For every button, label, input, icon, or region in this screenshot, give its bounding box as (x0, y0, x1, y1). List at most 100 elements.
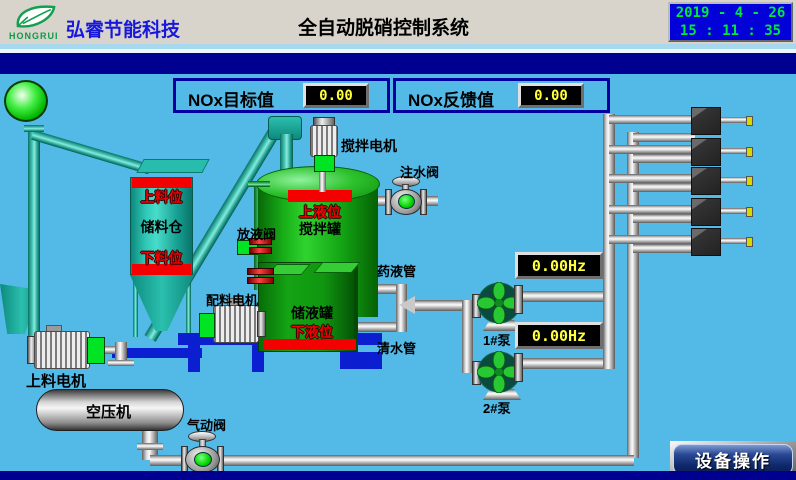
silo-funnel (130, 275, 194, 331)
feed-motor-pedestal (115, 342, 127, 362)
storage-tank-label: 储液罐 (291, 305, 333, 321)
lance3-air-branch (633, 183, 695, 192)
nox-feedback-label: NOx反馈值 (408, 91, 494, 110)
frame-leg-1 (188, 345, 200, 372)
batch-motor-endcap (257, 311, 266, 337)
feed-lift-top-flange (24, 125, 44, 132)
date-text: 2019 - 4 - 26 (675, 5, 786, 21)
lance1-liquid-branch (609, 115, 695, 124)
pneumatic-valve-state (194, 452, 212, 467)
injector3[interactable] (691, 167, 721, 195)
bottom-strip (0, 471, 796, 480)
pump1-freq-display: 0.00Hz (515, 252, 603, 279)
water-pipe-elbow (396, 308, 407, 332)
lance3-tube (719, 177, 746, 183)
injector5[interactable] (691, 228, 721, 256)
silo-leg-left (133, 275, 138, 337)
batch-motor-label: 配料电机 (206, 293, 259, 308)
batch-motor[interactable] (213, 305, 259, 343)
drain-pipe-cap (248, 181, 270, 187)
storage-low-band (264, 339, 356, 350)
frame-base-right (340, 352, 382, 369)
silo-low-band (132, 264, 191, 275)
injector1[interactable] (691, 107, 721, 135)
chem-pipe-label: 药液管 (377, 264, 417, 279)
company-name: 弘睿节能科技 (66, 20, 181, 41)
device-operation-button-label: 设备操作 (695, 452, 771, 471)
pump1-outlet-pipe (519, 291, 605, 302)
compressor-label: 空压机 (86, 404, 132, 421)
frame-beam-silo (112, 348, 202, 358)
suction-header-pipe (412, 300, 464, 311)
silo-leg-right (186, 275, 191, 337)
lance2-tube (719, 148, 746, 154)
water-valve-state (398, 194, 415, 209)
silo-low-level-label: 下料位 (140, 250, 183, 266)
drain-valve-upper-a[interactable] (249, 238, 272, 245)
pump2-base (483, 389, 521, 400)
silo-body (130, 177, 193, 275)
page-title: 全自动脱硝控制系统 (298, 18, 470, 39)
lance5-tube (719, 238, 746, 244)
pump2-label: 2#泵 (483, 401, 511, 416)
pump2[interactable] (477, 351, 521, 393)
lance4-liquid-branch (609, 205, 695, 214)
junction-cone (399, 296, 415, 314)
drain-valve-lower-b[interactable] (247, 277, 274, 284)
clean-water-pipe (352, 322, 400, 332)
nav-bar (0, 53, 796, 74)
injector4[interactable] (691, 198, 721, 226)
nox-target-panel (173, 78, 390, 113)
hongrui-logo-icon (16, 5, 56, 28)
water-valve-label: 注水阀 (400, 165, 440, 180)
feed-motor[interactable] (34, 331, 90, 369)
conveyor-downspout (280, 134, 293, 174)
mixer-shaft (319, 170, 326, 192)
silo-high-level-label: 上料位 (140, 189, 183, 205)
logo-text: HONGRUI (9, 31, 59, 41)
feed-motor-indicator (87, 337, 105, 364)
compressor-pipe-flange (137, 443, 163, 450)
lance1-tube (719, 117, 746, 123)
drain-valve-upper-b[interactable] (249, 247, 272, 254)
storage-tank-body (258, 262, 358, 352)
suction-riser-pipe (462, 300, 473, 373)
nox-feedback-panel (393, 78, 610, 113)
drain-valve-lower-a[interactable] (247, 268, 274, 275)
water-valve-pipe-right (424, 196, 438, 206)
tank-high-level-label: 上液位 (299, 204, 341, 220)
air-main-pipe (150, 455, 634, 466)
pump2-outlet-pipe (519, 358, 605, 369)
pump1-base (483, 320, 521, 331)
compressor-tank[interactable] (36, 389, 184, 431)
lance2-tip (746, 147, 753, 157)
mixer-motor-label: 搅拌电机 (341, 138, 397, 154)
pump2-outlet-flange (514, 353, 523, 382)
storage-low-level-label: 下液位 (291, 324, 333, 340)
mixer-motor-indicator (314, 155, 335, 172)
lance1-air-branch (633, 133, 695, 142)
nox-target-label: NOx目标值 (188, 91, 274, 110)
silo-high-band (132, 178, 191, 188)
pump1[interactable] (477, 282, 521, 324)
lance5-air-branch (633, 244, 695, 253)
nox-target-display[interactable]: 0.00 (303, 83, 369, 108)
mixer-motor[interactable] (310, 125, 338, 157)
pump1-outlet-flange (514, 285, 523, 314)
header-stripe-lightblue (0, 44, 796, 49)
feed-lift-pipe (28, 128, 40, 345)
lance2-air-branch (633, 154, 695, 163)
lance1-tip (746, 116, 753, 126)
mix-tank-high-band (288, 190, 352, 202)
lance3-liquid-branch (609, 174, 695, 183)
device-operation-button-face: 设备操作 (673, 444, 793, 475)
feed-motor-base (108, 360, 134, 366)
pump1-label: 1#泵 (483, 333, 511, 348)
injector2[interactable] (691, 138, 721, 166)
drain-valve-label: 放液阀 (237, 227, 277, 242)
status-led (4, 80, 48, 122)
lance4-tube (719, 208, 746, 214)
clean-water-pipe-label: 清水管 (377, 341, 417, 356)
silo-lid (136, 159, 210, 173)
